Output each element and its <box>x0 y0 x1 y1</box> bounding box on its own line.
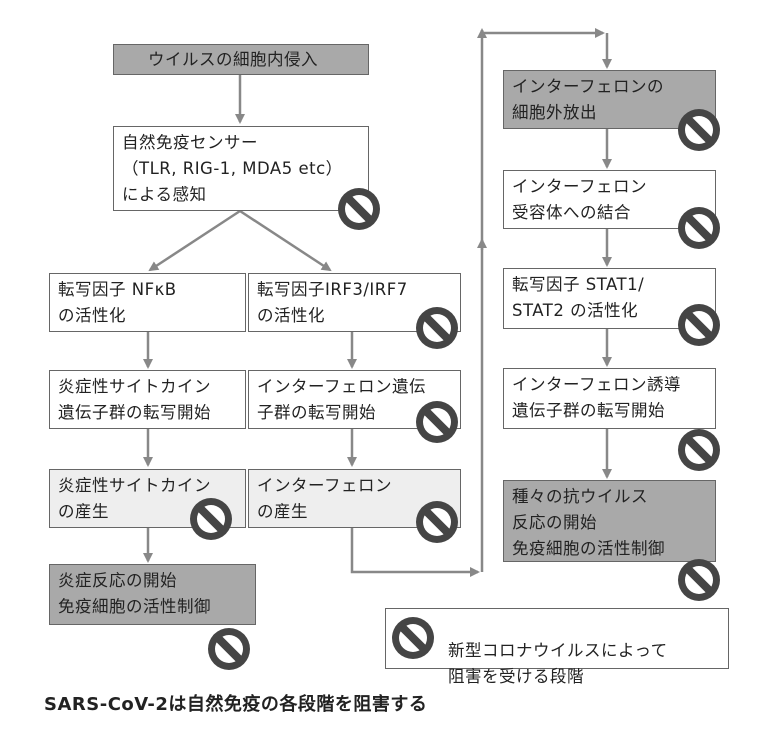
box-virus-entry: ウイルスの細胞内侵入 <box>113 44 369 75</box>
legend-text: 新型コロナウイルスによって 阻害を受ける段階 <box>448 641 668 686</box>
prohibited-icon <box>677 558 721 602</box>
prohibited-icon <box>677 206 721 250</box>
box-antiviral-response: 種々の抗ウイルス 反応の開始 免疫細胞の活性制御 <box>503 480 716 562</box>
box-irf-activation: 転写因子IRF3/IRF7 の活性化 <box>248 273 461 332</box>
prohibited-icon <box>677 303 721 347</box>
figure-caption: SARS-CoV-2は自然免疫の各段階を阻害する <box>44 694 428 715</box>
legend: 新型コロナウイルスによって 阻害を受ける段階 <box>385 608 729 686</box>
box-innate-sensor: 自然免疫センサー （TLR, RIG-1, MDA5 etc） による感知 <box>113 126 369 211</box>
prohibited-icon <box>337 187 381 231</box>
prohibited-icon <box>207 627 251 671</box>
box-nfkb-activation: 転写因子 NFκB の活性化 <box>49 273 246 332</box>
prohibited-icon <box>415 306 459 350</box>
prohibited-icon <box>677 108 721 152</box>
box-cytokine-gene-transcription: 炎症性サイトカイン 遺伝子群の転写開始 <box>49 370 246 429</box>
prohibited-icon <box>189 497 233 541</box>
box-ifn-release: インターフェロンの 細胞外放出 <box>503 70 716 129</box>
box-isg-transcription: インターフェロン誘導 遺伝子群の転写開始 <box>503 368 716 429</box>
prohibited-icon <box>677 428 721 472</box>
box-stat-activation: 転写因子 STAT1/ STAT2 の活性化 <box>503 268 716 329</box>
box-inflammation-start: 炎症反応の開始 免疫細胞の活性制御 <box>49 564 256 625</box>
prohibited-icon <box>415 500 459 544</box>
legend-prohibited-icon <box>391 616 435 660</box>
prohibited-icon <box>415 400 459 444</box>
